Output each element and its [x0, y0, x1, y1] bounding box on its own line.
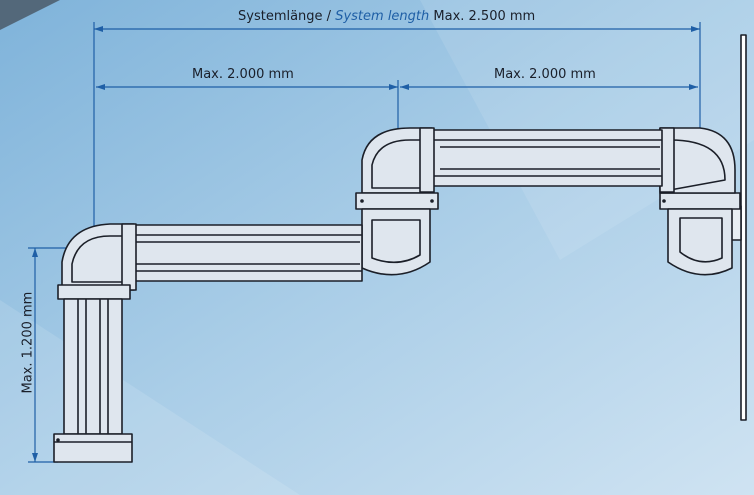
wall-joint-upper	[659, 127, 736, 194]
system-length-value: Max. 2.500 mm	[433, 9, 536, 24]
column	[63, 298, 123, 435]
right-arm-length-label: Max. 2.000 mm	[494, 67, 596, 82]
floor-base	[53, 433, 133, 463]
arm-structure	[53, 34, 747, 463]
column-collar	[57, 284, 131, 300]
upper-arm	[431, 129, 663, 187]
arrowheads	[32, 26, 700, 462]
bolts	[56, 199, 666, 442]
height-label: Max. 1.200 mm	[20, 291, 36, 394]
wall-joint-lower	[667, 208, 733, 276]
wall-mount-ring	[659, 192, 741, 210]
system-length-de: Systemlänge	[238, 9, 323, 24]
label-separator: /	[322, 9, 336, 24]
system-length-en: System length	[335, 9, 430, 24]
system-length-label: Systemlänge / System length Max. 2.500 m…	[238, 9, 535, 24]
lower-arm	[129, 224, 363, 282]
left-arm-length-label: Max. 2.000 mm	[192, 67, 294, 82]
middle-rotation-ring	[355, 192, 439, 210]
